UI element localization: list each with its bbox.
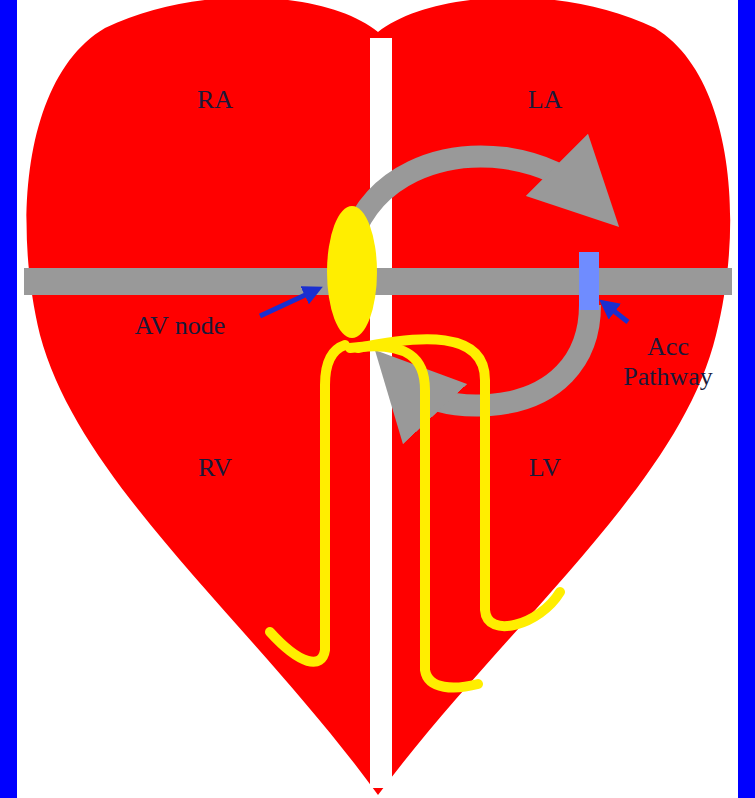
reentry-arrow: [352, 157, 588, 238]
chamber-label: LV: [529, 453, 561, 483]
structure-label: AV node: [135, 311, 226, 341]
chamber-label: RV: [198, 453, 232, 483]
accessory-pathway: [579, 252, 599, 310]
av-node: [327, 206, 377, 338]
reentry-arrow: [405, 305, 590, 406]
conduction-system: [270, 339, 560, 687]
frame-bar: [738, 0, 755, 798]
heart-outline: [27, 0, 731, 795]
leader-arrow: [605, 304, 628, 322]
av-plane: [24, 268, 732, 295]
structure-label: Acc Pathway: [620, 332, 716, 392]
chamber-label: LA: [528, 85, 563, 115]
chamber-label: RA: [197, 85, 233, 115]
frame-bar: [0, 0, 17, 798]
leader-arrow: [260, 290, 316, 316]
septum: [370, 38, 392, 788]
